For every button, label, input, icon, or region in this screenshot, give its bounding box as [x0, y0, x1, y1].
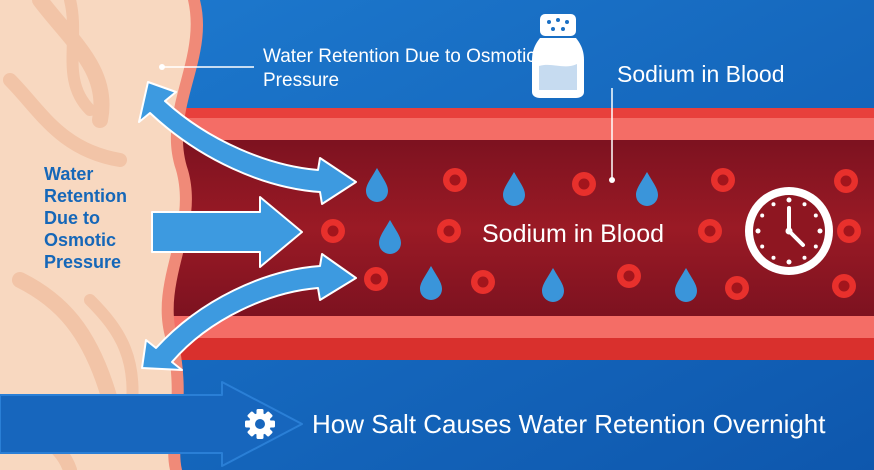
- clock-icon: [745, 187, 833, 275]
- leader-line-top: [159, 64, 254, 70]
- blood-cell-icon: [471, 270, 495, 294]
- water-drops: [366, 168, 697, 302]
- water-retention-label-top: Water Retention Due to Osmotic Pressure: [263, 46, 536, 91]
- blood-cell-icon: [617, 264, 641, 288]
- blood-cell-icon: [711, 168, 735, 192]
- blood-cell-icon: [572, 172, 596, 196]
- blood-cell-icon: [834, 169, 858, 193]
- blood-cells: [321, 168, 861, 300]
- blood-cell-icon: [443, 168, 467, 192]
- blood-cell-icon: [698, 219, 722, 243]
- caption-title: How Salt Causes Water Retention Overnigh…: [312, 409, 826, 439]
- arrow-middle: [151, 196, 303, 268]
- blood-cell-icon: [837, 219, 861, 243]
- arrow-upper-bidirectional: [138, 81, 357, 205]
- blood-cell-icon: [832, 274, 856, 298]
- water-drop-icon: [420, 266, 442, 300]
- water-drop-icon: [366, 168, 388, 202]
- water-drop-icon: [636, 172, 658, 206]
- water-drop-icon: [379, 220, 401, 254]
- leader-line-sodium: [609, 88, 615, 183]
- gear-icon: [245, 409, 275, 439]
- sodium-in-blood-label-center: Sodium in Blood: [482, 220, 665, 248]
- water-drop-icon: [542, 268, 564, 302]
- water-drop-icon: [675, 268, 697, 302]
- blood-cell-icon: [725, 276, 749, 300]
- salt-shaker-icon: [532, 14, 584, 98]
- water-retention-label-side: Water Retention Due to Osmotic Pressure: [44, 164, 127, 272]
- blood-cell-icon: [437, 219, 461, 243]
- arrow-lower-bidirectional: [141, 253, 357, 371]
- arrow-banner: [0, 381, 303, 467]
- sodium-in-blood-label-top: Sodium in Blood: [617, 61, 785, 87]
- blood-cell-icon: [321, 219, 345, 243]
- blood-cell-icon: [364, 267, 388, 291]
- water-drop-icon: [503, 172, 525, 206]
